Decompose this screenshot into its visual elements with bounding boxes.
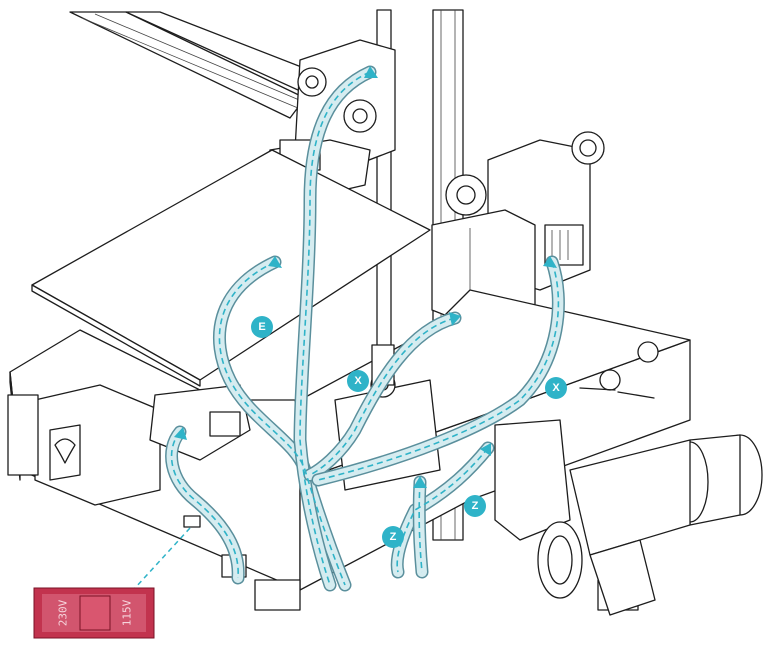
- badge-x-left-label: X: [354, 375, 362, 387]
- badge-e-label: E: [258, 321, 265, 333]
- voltage-switch-callout: 230V 115V: [33, 515, 201, 639]
- arrow-e: [268, 256, 282, 268]
- arrow-power: [174, 427, 187, 440]
- heated-bed: [31, 149, 431, 387]
- badge-x-right-label: X: [552, 382, 560, 394]
- arrow-x-left: [449, 312, 461, 326]
- badge-x-right: X: [545, 377, 567, 399]
- badge-z-right-label: Z: [472, 500, 479, 512]
- arrow-z-right: [480, 443, 491, 456]
- arrow-hotend: [364, 66, 378, 78]
- arrow-z-left: [413, 476, 427, 488]
- y-motor: [7, 384, 161, 506]
- arrow-x-right: [543, 256, 557, 268]
- spool-holder: [494, 419, 763, 616]
- direction-arrows: [174, 66, 557, 488]
- switch-label-230v: 230V: [57, 599, 70, 626]
- switch-slider: [79, 595, 111, 631]
- badge-x-left: X: [347, 370, 369, 392]
- switch-label-115v: 115V: [121, 599, 134, 626]
- badge-z-left: Z: [382, 526, 404, 548]
- routing-guides: [170, 71, 560, 586]
- badge-z-right: Z: [464, 495, 486, 517]
- badge-z-left-label: Z: [390, 531, 397, 543]
- badge-e: E: [251, 316, 273, 338]
- hardware-pins: [579, 341, 659, 399]
